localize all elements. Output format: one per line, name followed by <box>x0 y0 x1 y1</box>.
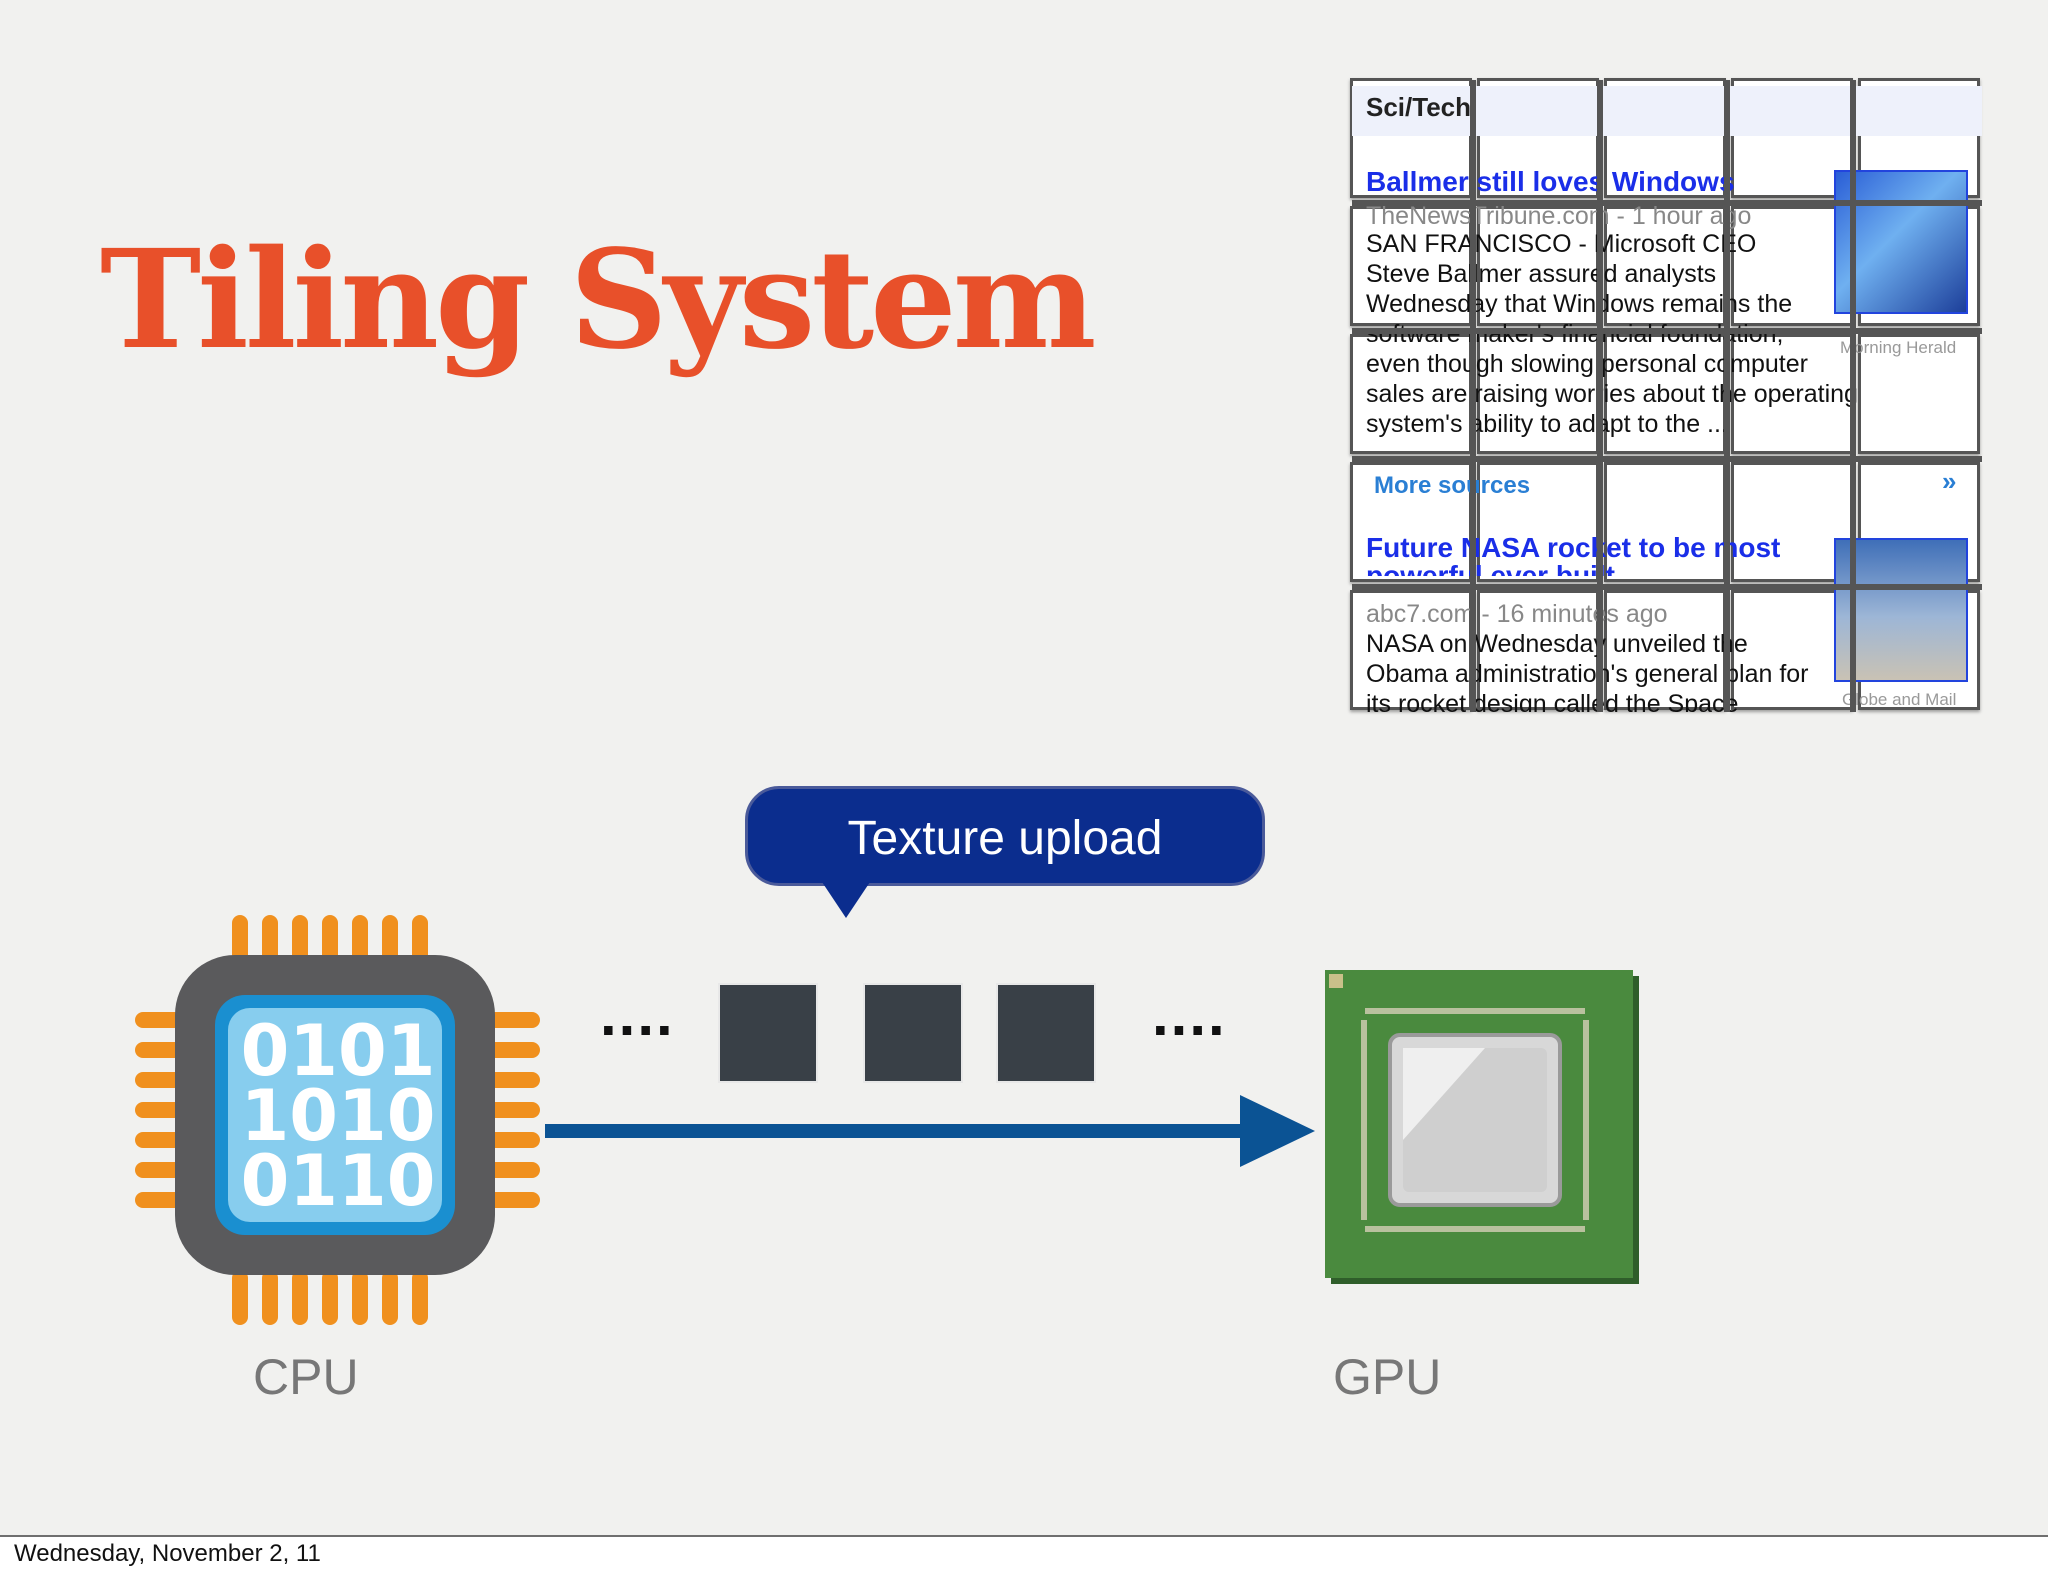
screen-tile <box>1604 590 1726 710</box>
slide-footer-date: Wednesday, November 2, 11 <box>14 1540 321 1567</box>
ellipsis-right: .... <box>1152 981 1227 1048</box>
screen-tile <box>1477 590 1599 710</box>
screen-tile <box>1604 78 1726 198</box>
screen-tile <box>1350 334 1472 454</box>
cpu-chip-icon: 0101 1010 0110 <box>135 915 540 1325</box>
screen-tile <box>1477 334 1599 454</box>
gpu-chip-icon <box>1325 970 1639 1284</box>
screen-tile <box>1350 462 1472 582</box>
cpu-chip-text: 0101 <box>241 1010 436 1092</box>
cpu-chip-text: 1010 <box>241 1075 436 1157</box>
ellipsis-left: .... <box>600 981 675 1048</box>
screen-tile <box>1477 206 1599 326</box>
tiled-page-screenshot <box>1350 78 1984 714</box>
screen-tile <box>1858 206 1980 326</box>
screen-tile <box>1731 78 1853 198</box>
screen-tile <box>1731 334 1853 454</box>
screen-tile <box>1604 462 1726 582</box>
screen-tile <box>1858 334 1980 454</box>
gpu-label: GPU <box>1333 1349 1442 1405</box>
screen-tile <box>1858 590 1980 710</box>
screen-tile <box>1731 462 1853 582</box>
cpu-label: CPU <box>253 1349 359 1405</box>
upload-arrow <box>545 1095 1315 1167</box>
screen-tile <box>1350 206 1472 326</box>
screen-tile <box>1350 78 1472 198</box>
screen-tile <box>1477 78 1599 198</box>
texture-upload-callout: Texture upload <box>745 786 1265 886</box>
screen-tile <box>1604 334 1726 454</box>
screen-tile <box>1731 590 1853 710</box>
screen-tile <box>1858 78 1980 198</box>
texture-tile <box>996 983 1096 1083</box>
screen-tile <box>1477 462 1599 582</box>
screen-tile <box>1604 206 1726 326</box>
screen-tile <box>1858 462 1980 582</box>
cpu-chip-text: 0110 <box>241 1140 436 1222</box>
texture-tile <box>718 983 818 1083</box>
screen-tile <box>1350 590 1472 710</box>
callout-pointer <box>822 882 870 918</box>
texture-tile <box>863 983 963 1083</box>
screen-tile <box>1731 206 1853 326</box>
slide-title: Tiling System <box>100 220 1097 380</box>
slide: Tiling System Sci/Tech Ballmer still lov… <box>0 0 2048 1537</box>
